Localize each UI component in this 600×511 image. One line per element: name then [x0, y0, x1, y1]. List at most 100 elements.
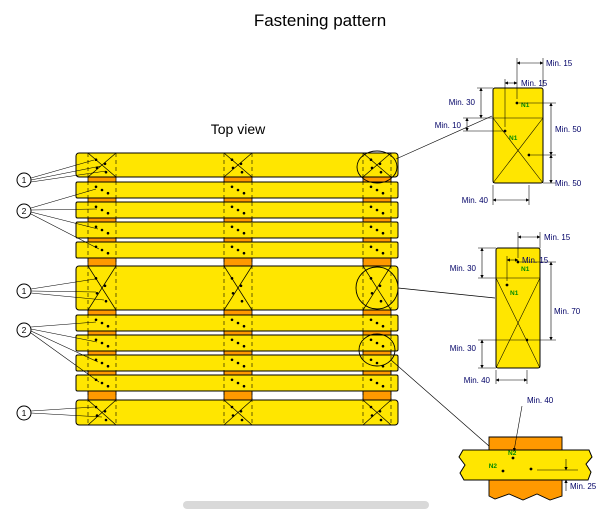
nail-dot: [106, 384, 110, 388]
nail-dot: [94, 205, 98, 209]
nail-dot: [231, 414, 235, 417]
nail-dot: [511, 456, 515, 460]
nail-dot: [381, 251, 385, 255]
nail-dot: [242, 364, 246, 368]
lead-board: [75, 265, 399, 311]
nail-cross-mark: [362, 399, 392, 426]
nail-dot: [369, 358, 373, 362]
nail-dot: [230, 405, 234, 409]
nail-dot: [100, 208, 104, 212]
nail-dot: [239, 409, 243, 413]
nail-cross-mark: [223, 265, 253, 311]
dim-label: Min. 25: [570, 482, 597, 491]
callout-number: 1: [22, 408, 27, 418]
nail-dot: [236, 361, 240, 365]
top-view-label: Top view: [211, 121, 266, 137]
nail-dot: [381, 211, 385, 215]
dim-label: Min. 15: [522, 256, 549, 265]
detail-corner-cross-mark: [492, 117, 544, 184]
detail-marker-ellipse-top: [356, 150, 398, 184]
nail-dot: [94, 405, 98, 409]
nail-dot: [239, 162, 243, 166]
nail-dot: [379, 418, 383, 422]
detail-markers: [355, 115, 496, 447]
nail-dot: [375, 228, 379, 232]
nail-cross-mark: [87, 265, 117, 311]
nail-dot: [230, 205, 234, 209]
nail-dot: [106, 324, 110, 328]
callout-number: 1: [22, 175, 27, 185]
dim-label: Min. 40: [527, 396, 554, 405]
nail-dot: [94, 225, 98, 229]
detail-middle-dimensions: Min. 15 Min. 15 Min. 30 Min. 70 Min. 30 …: [450, 232, 581, 385]
nail-dot: [381, 384, 385, 388]
dim-label: Min. 50: [555, 125, 582, 134]
nail-dot: [100, 228, 104, 232]
dim-label: Min. 15: [546, 59, 573, 68]
nail-dot: [104, 299, 108, 303]
page-title: Fastening pattern: [254, 11, 386, 30]
nail-cross-mark: [223, 152, 253, 178]
nail-dot: [242, 251, 246, 255]
nail-dot: [236, 188, 240, 192]
nail-dot: [242, 324, 246, 328]
nail-dot: [236, 381, 240, 385]
nail-dot: [516, 260, 520, 264]
leader-line-middle-detail: [397, 287, 496, 299]
callout-bubble-3: [16, 283, 32, 299]
detail-bottom-block: N2 N2 Min. 40 Min. 25: [458, 396, 597, 501]
nail-dot: [381, 344, 385, 348]
dim-label: Min. 15: [521, 79, 548, 88]
callouts: 1 2 1 2 1: [16, 159, 107, 421]
nail-dot: [381, 324, 385, 328]
callout-bubble-4: [16, 322, 32, 338]
nail-dot: [230, 158, 234, 162]
dim-label: Min. 40: [462, 196, 489, 205]
nail-dot: [378, 284, 382, 288]
detail-corner-dimensions: Min. 15 Min. 15 Min. 30 Min. 10 Min. 50 …: [435, 58, 582, 205]
nail-cross-mark: [362, 265, 392, 311]
nail-dot: [95, 291, 99, 295]
nail-dot: [95, 414, 99, 417]
callout-number: 2: [22, 206, 27, 216]
callout-2-leader-lines: [30, 188, 100, 250]
nail-dot: [369, 185, 373, 189]
nail-dot: [378, 162, 382, 166]
nail-dot: [230, 358, 234, 362]
nail-dot: [94, 277, 98, 280]
nail-dot: [369, 378, 373, 382]
nail-dot: [369, 405, 373, 409]
pallet-top-view-drawing: [75, 152, 399, 426]
nail-dot: [103, 409, 107, 413]
nail-dot: [242, 211, 246, 215]
nail-dot: [230, 225, 234, 229]
nail-dot: [375, 381, 379, 385]
nail-dot: [100, 321, 104, 325]
detail-middle-board-face: [495, 247, 541, 369]
nail-dot: [103, 284, 107, 288]
detail-middle-block: N1 N1 Min. 15 Min. 15 Min. 30 Min. 70 Mi…: [450, 232, 581, 385]
nail-dot: [379, 299, 383, 303]
nail-dot: [236, 321, 240, 325]
lead-board: [75, 152, 399, 178]
leader-line-top-detail: [395, 115, 493, 160]
nail-dot: [103, 162, 107, 166]
callout-bubble-2: [16, 203, 32, 219]
dim-label: Min. 30: [450, 344, 477, 353]
dim-label: Min. 15: [544, 233, 571, 242]
nail-dot: [378, 409, 382, 413]
nail-dot: [100, 341, 104, 345]
nail-dot: [106, 364, 110, 368]
dim-label: Min. 40: [464, 376, 491, 385]
nail-dot: [515, 101, 519, 105]
nail-dot: [95, 166, 99, 170]
detail-middle-cross-mark: [495, 277, 541, 369]
nail-dot: [230, 318, 234, 322]
bottom-scrollbar[interactable]: [183, 501, 429, 509]
callout-5-leader-lines: [30, 406, 103, 418]
nail-dot: [381, 231, 385, 235]
nail-dot: [230, 245, 234, 249]
nail-dot: [527, 153, 531, 157]
nail-dot: [505, 283, 509, 287]
